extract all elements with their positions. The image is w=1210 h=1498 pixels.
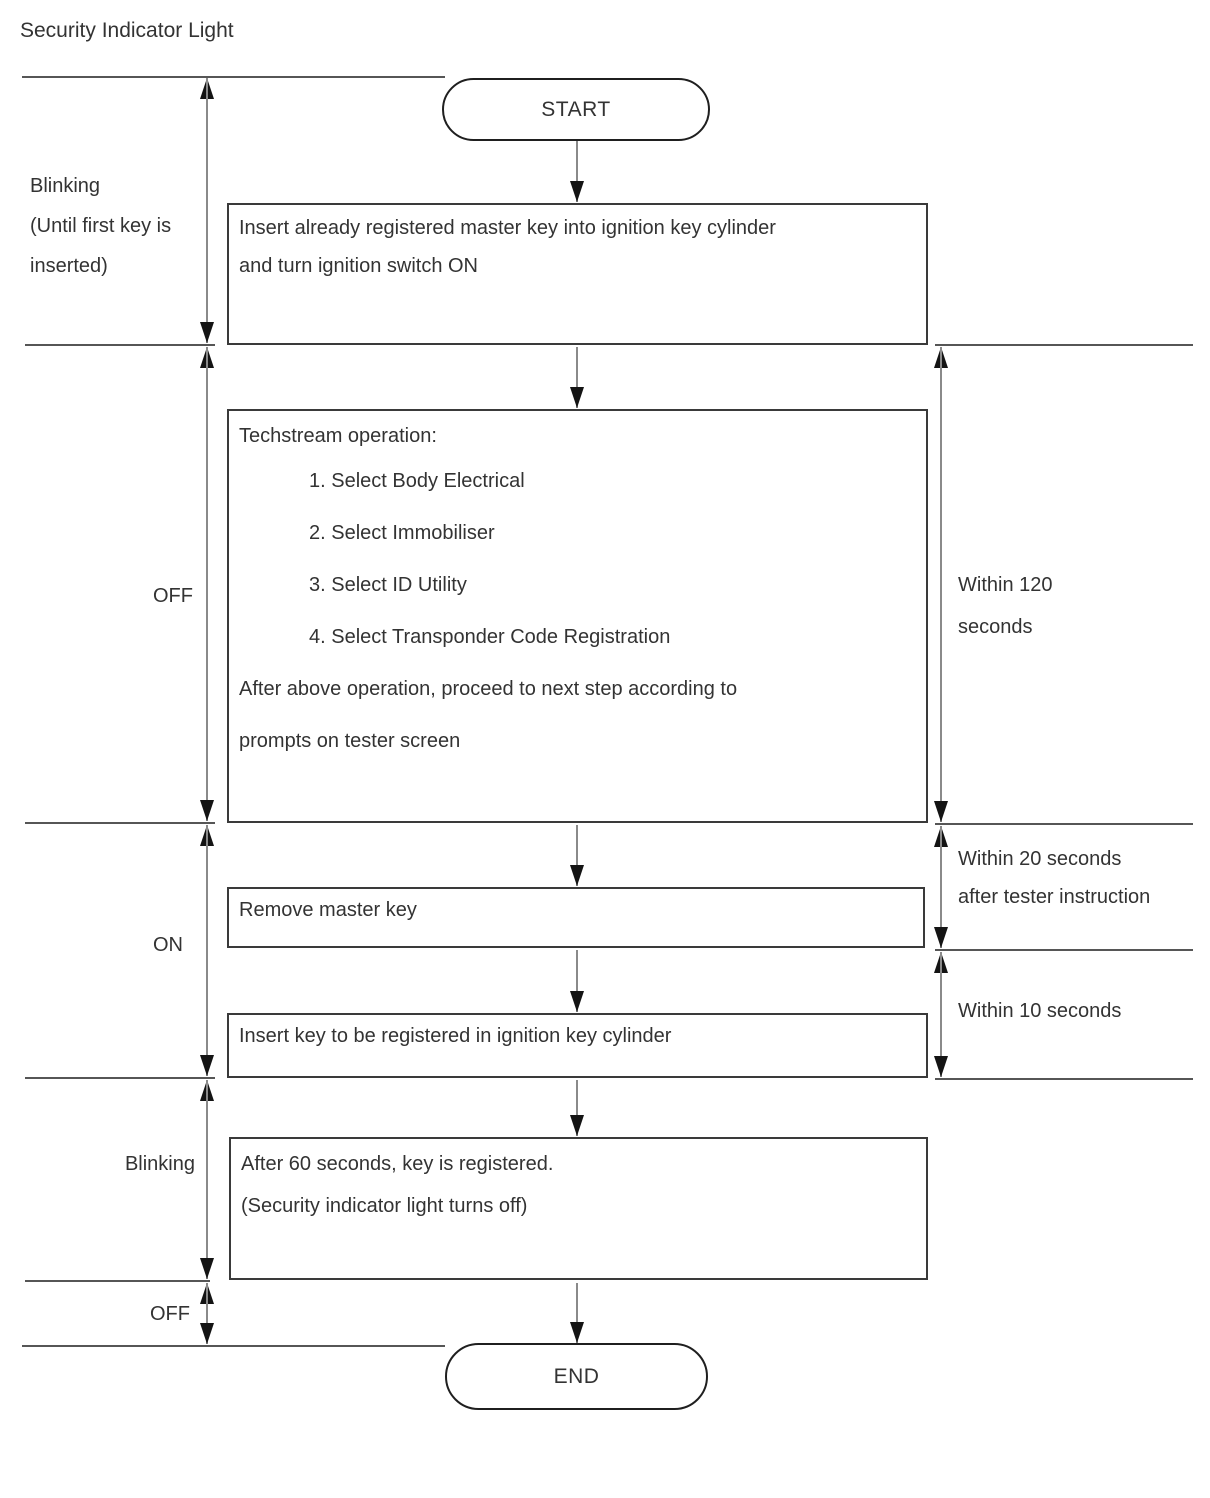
page-title: Security Indicator Light <box>20 19 234 42</box>
start-terminal: START <box>442 78 710 141</box>
state-label-line: (Until first key is <box>30 215 172 237</box>
arrowhead-down-icon <box>570 865 584 886</box>
arrowhead-down-icon <box>570 1322 584 1343</box>
span-arrow-off-2 <box>199 1283 215 1344</box>
arrowhead-down-icon <box>934 927 948 948</box>
arrow-stem <box>206 1080 208 1279</box>
arrow-stem <box>940 826 942 948</box>
timing-label-line: after tester instruction <box>958 886 1151 908</box>
step-box-techstream-operation: Techstream operation: 1. Select Body Ele… <box>227 409 928 823</box>
separator-line <box>935 344 1193 346</box>
span-arrow-within-10 <box>933 952 949 1077</box>
arrow-stem <box>576 825 578 886</box>
separator-line <box>25 822 215 824</box>
arrow-stem <box>206 825 208 1076</box>
arrowhead-down-icon <box>200 322 214 343</box>
step-list-item: 1. Select Body Electrical <box>309 470 525 492</box>
step-list-item: 2. Select Immobiliser <box>309 522 495 544</box>
arrow-stem <box>576 1080 578 1136</box>
step-text: prompts on tester screen <box>239 730 461 752</box>
step-box-remove-master-key: Remove master key <box>227 887 925 948</box>
timing-label-within-120-seconds: Within 120 seconds <box>958 564 1053 648</box>
span-arrow-blinking-1 <box>199 78 215 343</box>
arrow-stem <box>576 1283 578 1343</box>
separator-line <box>935 1078 1193 1080</box>
separator-line <box>22 1345 445 1347</box>
flow-connector-step1-to-step2 <box>569 347 585 408</box>
separator-line <box>25 1280 210 1282</box>
arrowhead-down-icon <box>934 801 948 822</box>
state-label-blinking-until-first-key: Blinking (Until first key is inserted) <box>30 166 210 286</box>
state-label-line: Blinking <box>30 175 101 197</box>
step-text: Remove master key <box>239 899 417 921</box>
separator-line <box>25 1077 215 1079</box>
arrowhead-down-icon <box>200 1323 214 1344</box>
state-label-on: ON <box>153 934 183 956</box>
arrow-stem <box>206 1283 208 1344</box>
start-label: START <box>541 97 611 121</box>
arrowhead-down-icon <box>570 387 584 408</box>
span-arrow-blinking-2 <box>199 1080 215 1279</box>
step-list-item: 3. Select ID Utility <box>309 574 467 596</box>
end-terminal: END <box>445 1343 708 1410</box>
span-arrow-off-1 <box>199 347 215 821</box>
arrow-stem <box>940 952 942 1077</box>
separator-line <box>25 344 215 346</box>
separator-line <box>22 76 445 78</box>
arrow-stem <box>576 347 578 408</box>
arrow-stem <box>940 347 942 822</box>
arrowhead-down-icon <box>570 181 584 202</box>
arrowhead-down-icon <box>570 1115 584 1136</box>
separator-line <box>935 949 1193 951</box>
arrowhead-down-icon <box>200 1258 214 1279</box>
arrow-stem <box>576 141 578 202</box>
span-arrow-within-120 <box>933 347 949 822</box>
step-box-insert-new-key: Insert key to be registered in ignition … <box>227 1013 928 1078</box>
flow-connector-step4-to-step5 <box>569 1080 585 1136</box>
flow-connector-step5-to-end <box>569 1283 585 1343</box>
end-label: END <box>553 1364 600 1388</box>
flow-connector-step3-to-step4 <box>569 950 585 1012</box>
step-text: Techstream operation: <box>239 425 437 447</box>
span-arrow-on <box>199 825 215 1076</box>
arrow-stem <box>206 78 208 343</box>
step-text: Insert key to be registered in ignition … <box>239 1025 672 1047</box>
timing-label-line: seconds <box>958 616 1033 638</box>
state-label-blinking-2: Blinking <box>124 1153 195 1175</box>
arrow-stem <box>576 950 578 1012</box>
span-arrow-within-20 <box>933 826 949 948</box>
timing-label-within-20-seconds: Within 20 seconds after tester instructi… <box>958 840 1150 916</box>
timing-label-within-10-seconds: Within 10 seconds <box>958 1000 1122 1022</box>
arrowhead-down-icon <box>934 1056 948 1077</box>
state-label-line: inserted) <box>30 255 108 277</box>
flow-connector-step2-to-step3 <box>569 825 585 886</box>
separator-line <box>935 823 1193 825</box>
step-text: and turn ignition switch ON <box>239 255 479 277</box>
arrowhead-down-icon <box>200 1055 214 1076</box>
state-label-off-2: OFF <box>150 1303 190 1325</box>
timing-label-line: Within 20 seconds <box>958 848 1122 870</box>
step-box-key-registered: After 60 seconds, key is registered. (Se… <box>229 1137 928 1280</box>
arrowhead-down-icon <box>200 800 214 821</box>
state-label-off-1: OFF <box>153 585 193 607</box>
timing-label-line: Within 120 <box>958 574 1053 596</box>
step-text: After above operation, proceed to next s… <box>239 678 738 700</box>
flow-connector-start-to-step1 <box>569 141 585 202</box>
arrow-stem <box>206 347 208 821</box>
step-text: (Security indicator light turns off) <box>241 1195 528 1217</box>
step-text: Insert already registered master key int… <box>239 217 776 239</box>
step-text: After 60 seconds, key is registered. <box>241 1153 554 1175</box>
arrowhead-down-icon <box>570 991 584 1012</box>
step-list-item: 4. Select Transponder Code Registration <box>309 626 671 648</box>
step-box-insert-master-key: Insert already registered master key int… <box>227 203 928 345</box>
